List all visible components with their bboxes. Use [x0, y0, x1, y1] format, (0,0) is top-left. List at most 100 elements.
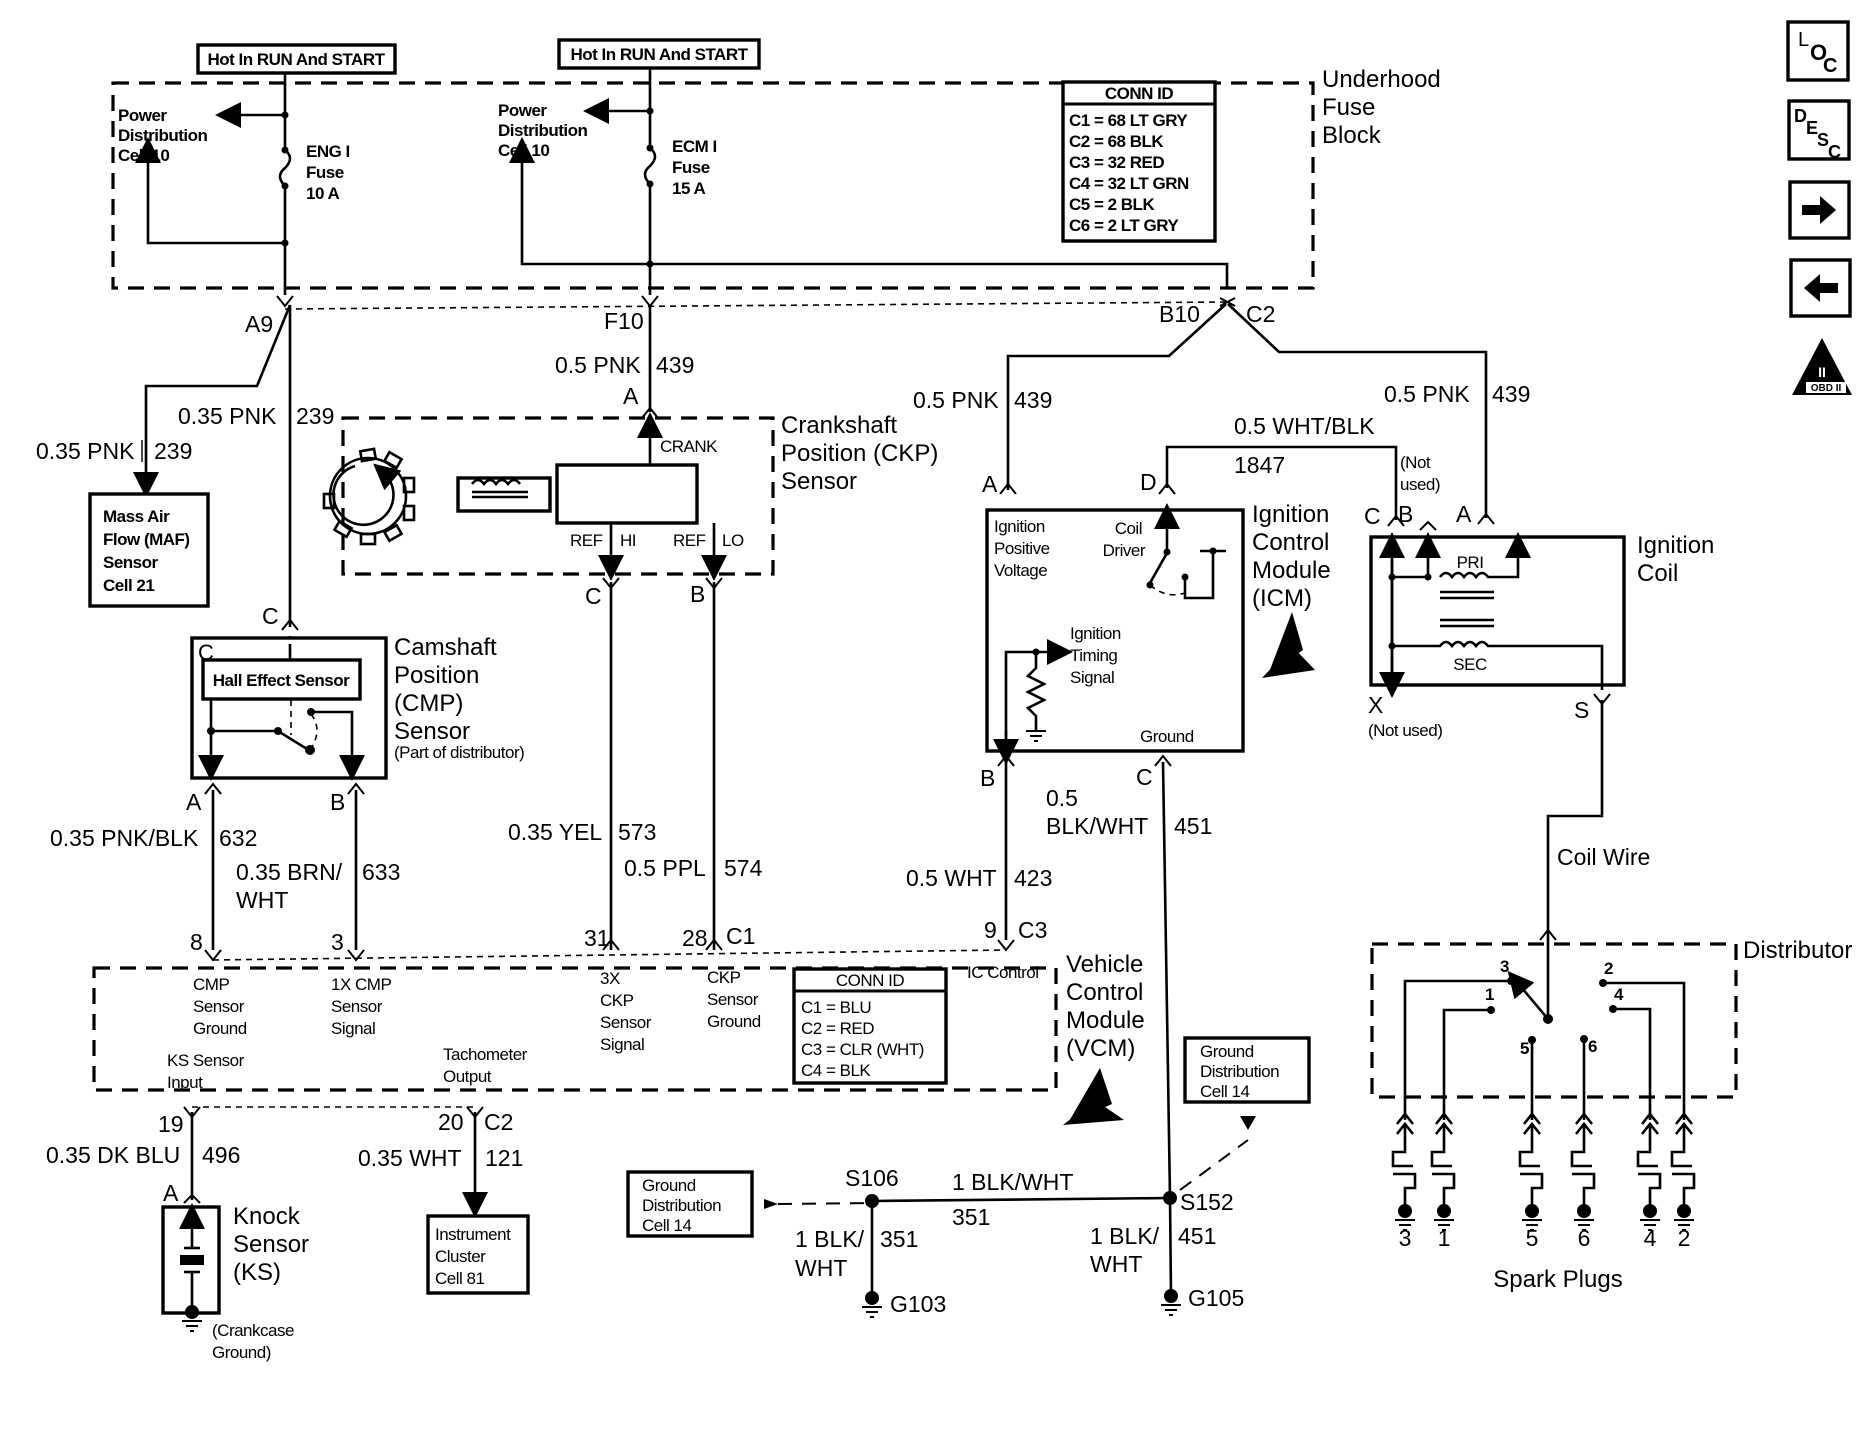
wire-121: 20 C2 0.35 WHT 121 [358, 1106, 523, 1218]
svg-text:Voltage: Voltage [994, 561, 1047, 580]
svg-text:1 BLK/WHT: 1 BLK/WHT [952, 1169, 1073, 1195]
svg-text:351: 351 [880, 1226, 918, 1252]
svg-text:Timing: Timing [1070, 646, 1117, 665]
arrow-right-icon [1802, 196, 1836, 224]
desc-button[interactable]: D E S C [1787, 99, 1851, 162]
svg-text:LO: LO [722, 531, 744, 550]
svg-text:(Not used): (Not used) [1368, 721, 1442, 740]
svg-text:HI: HI [620, 531, 636, 550]
svg-text:496: 496 [202, 1142, 240, 1168]
svg-text:Cell 21: Cell 21 [103, 576, 154, 595]
svg-text:Tachometer: Tachometer [443, 1045, 528, 1064]
loc-button[interactable]: L O C [1786, 20, 1850, 82]
svg-text:Hall Effect Sensor: Hall Effect Sensor [213, 671, 350, 690]
svg-text:Ground: Ground [1140, 727, 1194, 746]
wire-573: C 0.35 YEL 573 31 [508, 577, 656, 951]
svg-text:Ground: Ground [642, 1176, 696, 1195]
svg-text:Ground: Ground [707, 1012, 761, 1031]
fuse-block-connector-line [284, 301, 1228, 310]
svg-text:(CMP): (CMP) [394, 690, 463, 717]
ckp-sensor: CRANK REF HI REF LO [322, 412, 744, 581]
svg-text:Cell 10: Cell 10 [498, 141, 549, 160]
spark-plug-4: 4 [1636, 1111, 1662, 1251]
svg-text:G105: G105 [1188, 1285, 1244, 1311]
svg-text:Ground: Ground [193, 1019, 247, 1038]
svg-text:C: C [1136, 764, 1153, 790]
svg-text:PRI: PRI [1457, 553, 1484, 572]
svg-text:(Part of distributor): (Part of distributor) [394, 743, 524, 762]
wire-439-split: 0.5 PNK 439 0.5 PNK 439 [913, 297, 1530, 525]
svg-text:239: 239 [154, 438, 192, 464]
svg-text:B10: B10 [1159, 301, 1200, 327]
wire-496: 19 0.35 DK BLU 496 A [46, 1106, 240, 1206]
svg-text:0.5 PNK: 0.5 PNK [1384, 381, 1470, 407]
svg-text:CONN ID: CONN ID [1105, 84, 1174, 103]
svg-text:F10: F10 [604, 308, 644, 334]
spark-plug-3: 3 [1391, 1111, 1417, 1251]
svg-text:(VCM): (VCM) [1066, 1035, 1135, 1062]
svg-text:C4 = BLK: C4 = BLK [801, 1061, 871, 1080]
ground-labels: S106 S152 1 BLK/WHT 351 1 BLK/ WHT 351 1… [795, 1165, 1244, 1317]
svg-text:Input: Input [167, 1073, 203, 1092]
svg-text:C2 = RED: C2 = RED [801, 1019, 874, 1038]
svg-text:C4 = 32 LT GRN: C4 = 32 LT GRN [1069, 174, 1189, 193]
svg-text:Cell 14: Cell 14 [1200, 1082, 1249, 1101]
svg-text:2: 2 [1604, 959, 1613, 978]
svg-text:Ground: Ground [1200, 1042, 1254, 1061]
svg-text:B: B [330, 789, 345, 815]
svg-text:3X: 3X [600, 969, 620, 988]
svg-text:Cell 10: Cell 10 [118, 146, 169, 165]
esd-warning-icon-icm [1262, 612, 1315, 678]
svg-text:Fuse: Fuse [672, 158, 710, 177]
knock-sensor [161, 1203, 221, 1332]
svg-text:19: 19 [158, 1111, 184, 1137]
svg-text:A: A [163, 1180, 179, 1206]
svg-text:Sensor: Sensor [331, 997, 383, 1016]
svg-text:Module: Module [1066, 1007, 1145, 1034]
next-page-button[interactable] [1788, 180, 1851, 240]
svg-text:0.35 DK BLU: 0.35 DK BLU [46, 1142, 180, 1168]
svg-text:Control: Control [1252, 529, 1329, 556]
wire-439-ckp: 0.5 PNK 439 A [555, 306, 694, 419]
svg-text:A: A [1456, 501, 1472, 527]
svg-text:573: 573 [618, 819, 656, 845]
previous-page-button[interactable] [1789, 258, 1852, 318]
knock-sensor-title: Knock Sensor (KS) (Crankcase Ground) [212, 1203, 309, 1362]
svg-text:(ICM): (ICM) [1252, 585, 1312, 612]
svg-text:G103: G103 [890, 1291, 946, 1317]
spark-plug-number: 2 [1678, 1225, 1691, 1251]
ground-distribution-left: Ground Distribution Cell 14 [626, 1170, 754, 1238]
svg-text:Distribution: Distribution [498, 121, 587, 140]
svg-text:S: S [1574, 697, 1589, 723]
svg-text:CKP: CKP [600, 991, 634, 1010]
svg-text:574: 574 [724, 855, 763, 881]
svg-text:ECM I: ECM I [672, 137, 717, 156]
obd-ii-icon[interactable]: OBD II II [1792, 338, 1852, 395]
svg-text:633: 633 [362, 859, 400, 885]
fuse-block-title: Underhood Fuse Block [1322, 66, 1441, 149]
svg-text:1847: 1847 [1234, 452, 1285, 478]
ckp-sensor-outline [341, 416, 775, 576]
hot-label-right: Hot In RUN And START [557, 38, 761, 70]
ground-distribution-right: Ground Distribution Cell 14 [1183, 1036, 1311, 1104]
ground-wires [764, 1116, 1256, 1318]
esd-warning-icon-vcm [1063, 1068, 1124, 1125]
svg-text:Ground): Ground) [212, 1343, 271, 1362]
svg-text:S: S [1817, 130, 1829, 150]
hot-label-left: Hot In RUN And START [196, 43, 397, 75]
svg-text:CONN ID: CONN ID [836, 971, 905, 990]
power-distribution-right: Power Distribution Cell 10 [498, 101, 588, 160]
cmp-sensor-title: Camshaft Position (CMP) Sensor (Part of … [394, 634, 525, 762]
svg-text:0.5 PNK: 0.5 PNK [555, 352, 641, 378]
svg-text:REF: REF [570, 531, 603, 550]
svg-text:Output: Output [443, 1067, 492, 1086]
wire-632: A 0.35 PNK/BLK 632 8 [50, 782, 257, 962]
svg-text:OBD II: OBD II [1811, 383, 1842, 394]
svg-text:C: C [198, 640, 214, 665]
svg-text:Cluster: Cluster [435, 1247, 486, 1266]
svg-text:REF: REF [673, 531, 706, 550]
svg-text:C3 = CLR (WHT): C3 = CLR (WHT) [801, 1040, 924, 1059]
svg-text:Driver: Driver [1103, 541, 1146, 560]
